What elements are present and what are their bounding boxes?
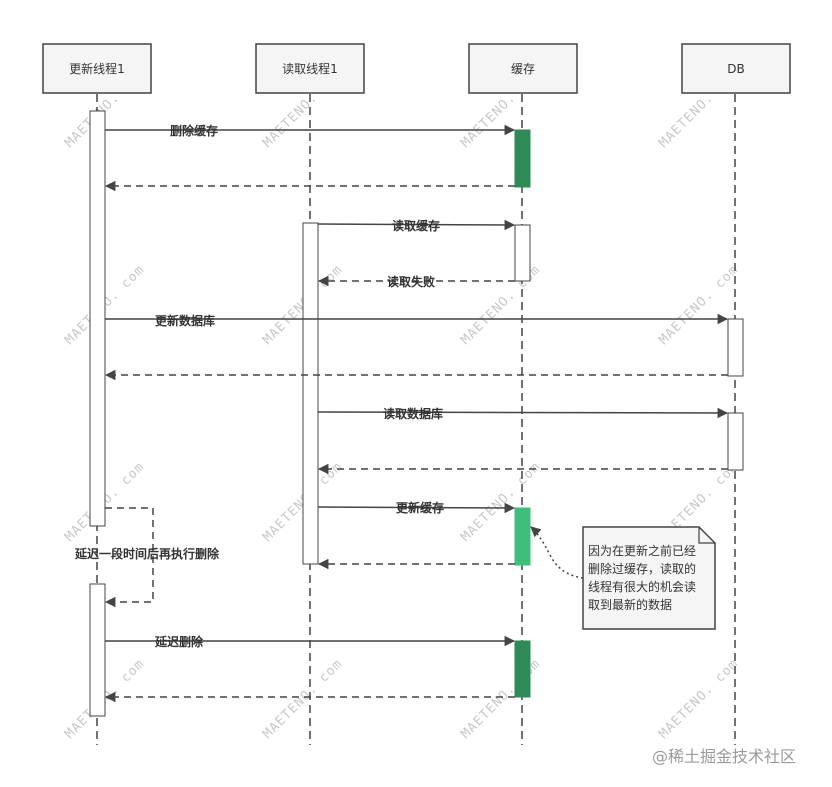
activation-cache-read [514,224,531,282]
messages [104,124,729,703]
self-message-arrow-delay [104,507,154,608]
watermark: MAETENO. com [656,656,742,742]
note-line: 取到最新的数据 [588,597,672,612]
participant-label: DB [727,62,744,76]
participant-db[interactable]: DB [681,43,791,94]
message-label-update-cache: 更新缓存 [396,500,444,515]
activation-db-read [727,412,744,471]
message-label-read-failed: 读取失败 [387,274,435,289]
message-label-read-cache: 读取缓存 [392,218,440,233]
participant-label: 缓存 [511,62,535,76]
activation-cache-delete [514,129,531,188]
activation-update-thread-2 [89,583,106,717]
message-arrow-read-cache [317,219,516,231]
participant-label: 读取线程1 [282,61,338,76]
message-labels: 删除缓存 读取缓存 读取失败 更新数据库 读取数据库 更新缓存 延迟一段时间后再… [74,123,444,649]
self-message-label-delay: 延迟一段时间后再执行删除 [74,546,220,561]
activation-cache-delayed-delete [514,640,531,698]
message-label-read-db: 读取数据库 [383,406,443,421]
watermark: MAETENO. com [458,656,544,742]
note-line: 因为在更新之前已经 [588,543,696,558]
note[interactable]: 因为在更新之前已经 删除过缓存，读取的 线程有很大的机会读 取到最新的数据 [582,526,716,630]
message-arrow-update-cache [317,502,516,514]
participant-label: 更新线程1 [69,61,125,76]
site-credit: @稀土掘金技术社区 [652,747,796,766]
note-line: 线程有很大的机会读 [588,579,696,594]
message-label-update-db: 更新数据库 [155,313,215,328]
watermark: MAETENO. com [458,262,544,348]
watermark: MAETENO. com [260,656,346,742]
message-label-delete-cache: 删除缓存 [170,123,218,138]
watermark: MAETENO. com [458,459,544,545]
participant-cache[interactable]: 缓存 [468,43,578,94]
activation-cache-update [514,507,531,566]
message-label-delayed-delete: 延迟删除 [154,634,204,649]
activation-db-update [727,318,744,377]
note-connector [530,526,584,579]
message-arrow-read-db [317,407,729,419]
activation-read-thread [302,222,319,565]
note-line: 删除过缓存，读取的 [588,561,696,576]
participant-read-thread[interactable]: 读取线程1 [255,43,365,94]
activation-update-thread-1 [89,110,106,527]
participant-update-thread[interactable]: 更新线程1 [42,43,152,94]
